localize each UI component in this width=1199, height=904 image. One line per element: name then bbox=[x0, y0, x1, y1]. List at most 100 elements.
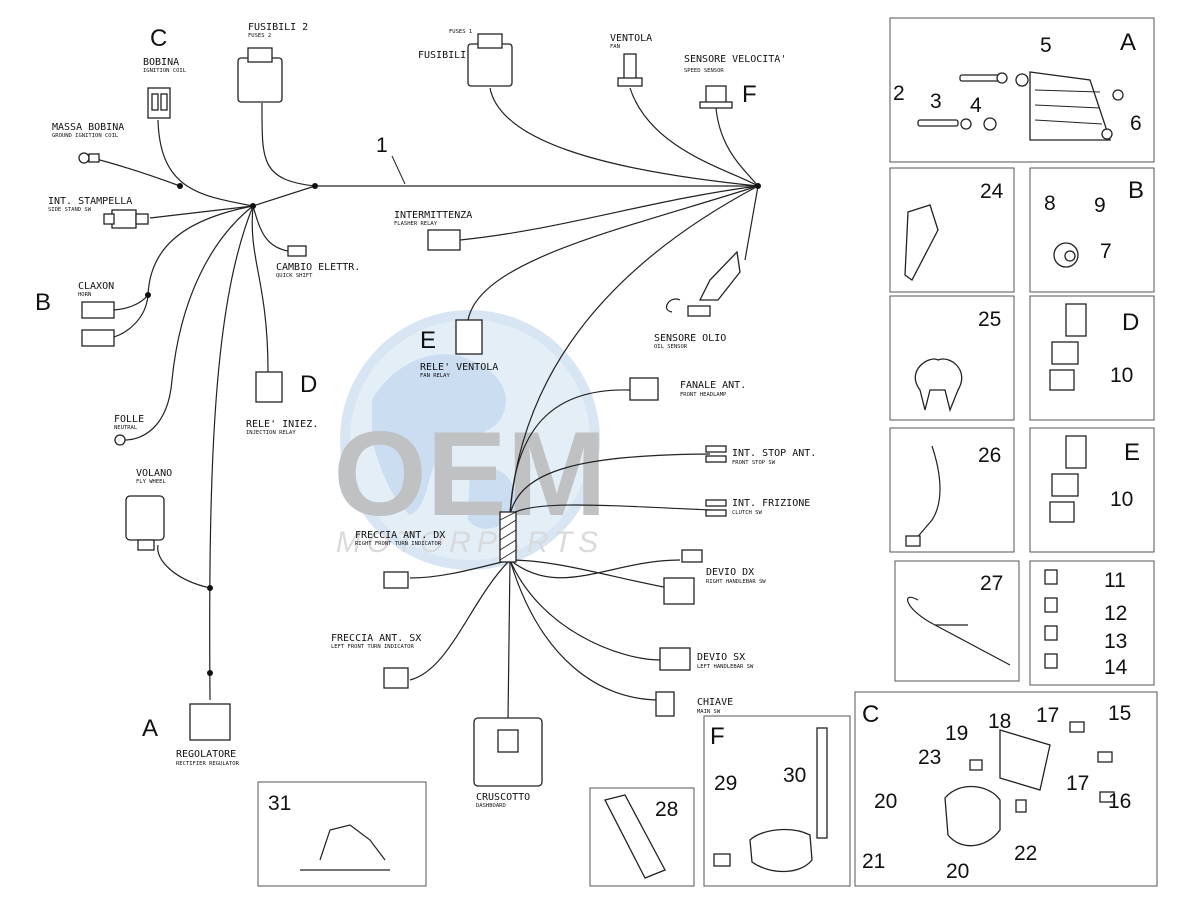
svg-text:INJECTION RELAY: INJECTION RELAY bbox=[246, 430, 296, 436]
svg-text:10: 10 bbox=[1110, 488, 1133, 511]
svg-text:29: 29 bbox=[714, 772, 737, 795]
svg-text:23: 23 bbox=[918, 746, 941, 769]
svg-text:LEFT HANDLEBAR SW: LEFT HANDLEBAR SW bbox=[697, 664, 754, 670]
svg-text:CLUTCH SW: CLUTCH SW bbox=[732, 510, 762, 516]
svg-text:5: 5 bbox=[1040, 34, 1052, 57]
component-sensore-olio: SENSORE OLIO OIL SENSOR bbox=[654, 250, 741, 350]
component-folle: FOLLE NEUTRAL bbox=[114, 414, 144, 446]
svg-text:GROUND IGNITION COIL: GROUND IGNITION COIL bbox=[52, 133, 119, 139]
svg-text:22: 22 bbox=[1014, 842, 1037, 865]
watermark: OEM MOTORPARTS bbox=[333, 310, 607, 570]
svg-text:INT. FRIZIONE: INT. FRIZIONE bbox=[732, 498, 810, 509]
svg-text:HORN: HORN bbox=[78, 292, 91, 298]
panel-fuses: 11 12 13 14 bbox=[1029, 560, 1155, 686]
svg-text:FLY WHEEL: FLY WHEEL bbox=[136, 479, 166, 485]
svg-text:FUSIBILI 2: FUSIBILI 2 bbox=[248, 22, 308, 33]
svg-text:RELE' VENTOLA: RELE' VENTOLA bbox=[420, 362, 498, 373]
svg-text:REGOLATORE: REGOLATORE bbox=[176, 749, 236, 760]
svg-text:CRUSCOTTO: CRUSCOTTO bbox=[476, 792, 530, 803]
svg-text:RIGHT FRONT TURN INDICATOR: RIGHT FRONT TURN INDICATOR bbox=[355, 541, 442, 547]
svg-text:4: 4 bbox=[970, 94, 982, 117]
panel-27: 27 bbox=[894, 560, 1020, 682]
component-sensore-velocita: SENSORE VELOCITA' SPEED SENSOR bbox=[684, 54, 786, 109]
svg-text:INT. STOP ANT.: INT. STOP ANT. bbox=[732, 448, 816, 459]
svg-text:INTERMITTENZA: INTERMITTENZA bbox=[394, 210, 472, 221]
svg-text:31: 31 bbox=[268, 792, 291, 815]
svg-text:A: A bbox=[1120, 29, 1136, 56]
component-int-frizione: INT. FRIZIONE CLUTCH SW bbox=[705, 498, 810, 517]
group-letter-d: D bbox=[300, 371, 317, 398]
svg-text:FRECCIA ANT. DX: FRECCIA ANT. DX bbox=[355, 530, 445, 541]
component-devio-sx: DEVIO SX LEFT HANDLEBAR SW bbox=[659, 647, 754, 671]
svg-text:C: C bbox=[862, 701, 879, 728]
component-rele-iniez: RELE' INIEZ. INJECTION RELAY bbox=[246, 371, 318, 436]
svg-text:MAIN SW: MAIN SW bbox=[697, 709, 721, 715]
svg-text:E: E bbox=[1124, 439, 1140, 466]
svg-text:OIL SENSOR: OIL SENSOR bbox=[654, 344, 688, 350]
svg-text:QUICK SHIFT: QUICK SHIFT bbox=[276, 273, 313, 279]
panel-a: A 5 2 3 4 6 bbox=[889, 17, 1155, 163]
svg-text:FLASHER RELAY: FLASHER RELAY bbox=[394, 221, 438, 227]
svg-text:FUSIBILI: FUSIBILI bbox=[418, 50, 466, 61]
group-letter-c: C bbox=[150, 25, 167, 52]
svg-text:26: 26 bbox=[978, 444, 1001, 467]
svg-text:CAMBIO ELETTR.: CAMBIO ELETTR. bbox=[276, 262, 360, 273]
svg-text:14: 14 bbox=[1104, 656, 1128, 679]
svg-text:30: 30 bbox=[783, 764, 806, 787]
group-letter-f: F bbox=[742, 81, 757, 108]
component-cambio-elettr: CAMBIO ELETTR. QUICK SHIFT bbox=[276, 245, 360, 279]
group-letter-a: A bbox=[142, 715, 158, 742]
panel-c: C 18 17 15 19 23 17 20 16 21 22 20 bbox=[854, 691, 1158, 887]
component-freccia-ant-dx: FRECCIA ANT. DX RIGHT FRONT TURN INDICAT… bbox=[355, 530, 445, 589]
svg-text:RECTIFIER REGULATOR: RECTIFIER REGULATOR bbox=[176, 761, 240, 767]
svg-text:FOLLE: FOLLE bbox=[114, 414, 144, 425]
svg-text:19: 19 bbox=[945, 722, 968, 745]
svg-text:FAN RELAY: FAN RELAY bbox=[420, 373, 450, 379]
svg-text:10: 10 bbox=[1110, 364, 1133, 387]
component-bobina: BOBINA IGNITION COIL bbox=[143, 57, 187, 119]
component-fanale-ant: FANALE ANT. FRONT HEADLAMP bbox=[629, 377, 746, 401]
svg-text:CHIAVE: CHIAVE bbox=[697, 697, 733, 708]
svg-text:SPEED SENSOR: SPEED SENSOR bbox=[684, 68, 724, 74]
svg-text:11: 11 bbox=[1104, 569, 1126, 592]
svg-text:9: 9 bbox=[1094, 194, 1106, 217]
svg-text:FAN: FAN bbox=[610, 44, 620, 50]
svg-text:SENSORE VELOCITA': SENSORE VELOCITA' bbox=[684, 54, 786, 65]
svg-text:D: D bbox=[1122, 309, 1139, 336]
svg-text:FUSES 1: FUSES 1 bbox=[449, 29, 472, 35]
component-claxon: CLAXON HORN bbox=[78, 281, 115, 347]
svg-text:SENSORE OLIO: SENSORE OLIO bbox=[654, 333, 726, 344]
panel-e: E 10 bbox=[1029, 427, 1155, 553]
svg-text:NEUTRAL: NEUTRAL bbox=[114, 425, 138, 431]
svg-text:DEVIO SX: DEVIO SX bbox=[697, 652, 745, 663]
group-letter-e: E bbox=[420, 327, 436, 354]
svg-text:12: 12 bbox=[1104, 602, 1127, 625]
component-int-stampella: INT. STAMPELLA SIDE STAND SW bbox=[48, 196, 149, 229]
component-cruscotto: CRUSCOTTO DASHBOARD bbox=[473, 717, 543, 809]
component-devio-dx: DEVIO DX RIGHT HANDLEBAR SW bbox=[663, 549, 766, 605]
svg-text:27: 27 bbox=[980, 572, 1003, 595]
svg-text:BOBINA: BOBINA bbox=[143, 57, 179, 68]
component-volano: VOLANO FLY WHEEL bbox=[125, 468, 172, 551]
panel-25: 25 bbox=[889, 295, 1015, 421]
svg-text:28: 28 bbox=[655, 798, 678, 821]
panel-24: 24 bbox=[889, 167, 1015, 293]
svg-text:2: 2 bbox=[893, 82, 905, 105]
svg-text:IGNITION COIL: IGNITION COIL bbox=[143, 68, 187, 74]
svg-text:21: 21 bbox=[862, 850, 885, 873]
svg-text:17: 17 bbox=[1036, 704, 1059, 727]
svg-text:FRONT STOP SW: FRONT STOP SW bbox=[732, 460, 776, 466]
panel-d: D 10 bbox=[1029, 295, 1155, 421]
svg-text:DASHBOARD: DASHBOARD bbox=[476, 803, 506, 809]
svg-text:18: 18 bbox=[988, 710, 1011, 733]
svg-text:25: 25 bbox=[978, 308, 1001, 331]
group-letter-b: B bbox=[35, 289, 51, 316]
component-chiave: CHIAVE MAIN SW bbox=[655, 691, 733, 717]
component-fusibili: FUSES 1 FUSIBILI bbox=[418, 29, 513, 87]
component-massa-bobina: MASSA BOBINA GROUND IGNITION COIL bbox=[52, 122, 124, 164]
svg-text:17: 17 bbox=[1066, 772, 1089, 795]
svg-text:VENTOLA: VENTOLA bbox=[610, 33, 652, 44]
main-connector-block bbox=[499, 511, 517, 563]
watermark-continents bbox=[372, 354, 516, 529]
